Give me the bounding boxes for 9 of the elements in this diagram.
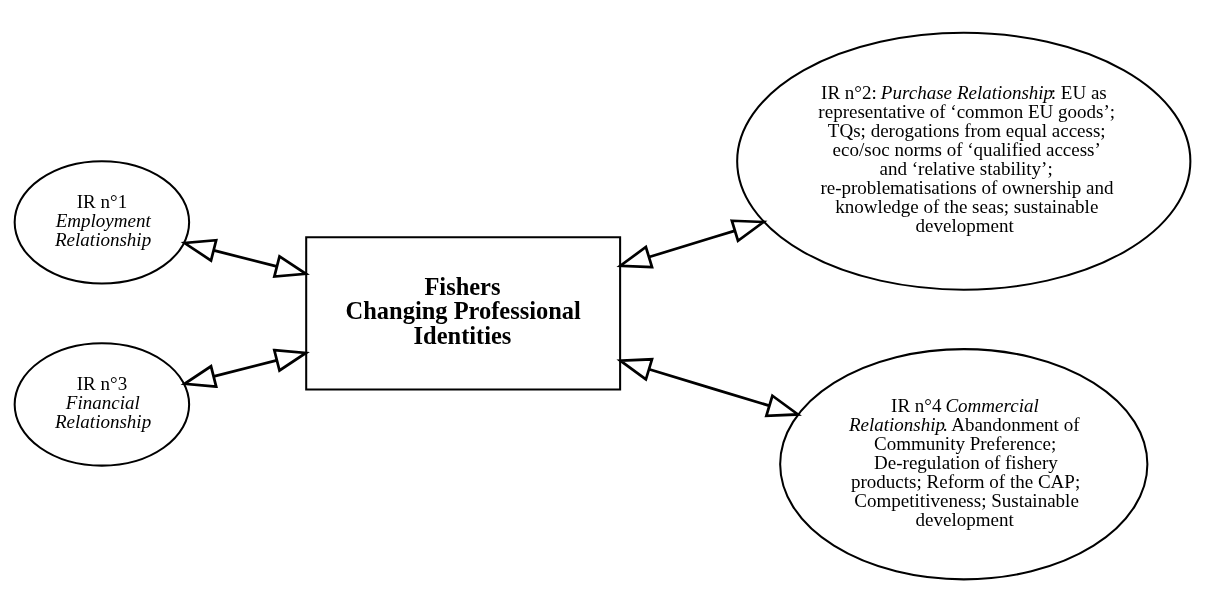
node-box: Fishers Changing Professional Identities	[305, 236, 622, 391]
arrow	[616, 219, 768, 269]
arrow	[180, 238, 310, 279]
arrow	[616, 357, 802, 418]
node-ellipse: IR n°3 Financial Relationship	[13, 342, 191, 467]
node-ellipse: IR n°4 Commercial Relationship. Abandonment of Community Preference; De-regulation of fishery products; Reform of the CAP; Competitiveness; Sustainable development	[779, 348, 1149, 581]
node-ellipse: IR n°1 Employment Relationship	[13, 160, 191, 285]
arrow	[180, 348, 310, 389]
node-ellipse: IR n°2: Purchase Relationship: EU as representative of ‘common EU goods’; TQs; derogations from equal access; eco/soc norms of ‘qualified access’ and ‘relative stability’; re-problematisations of ownership and knowledge of the seas; sustainable development	[736, 31, 1192, 291]
